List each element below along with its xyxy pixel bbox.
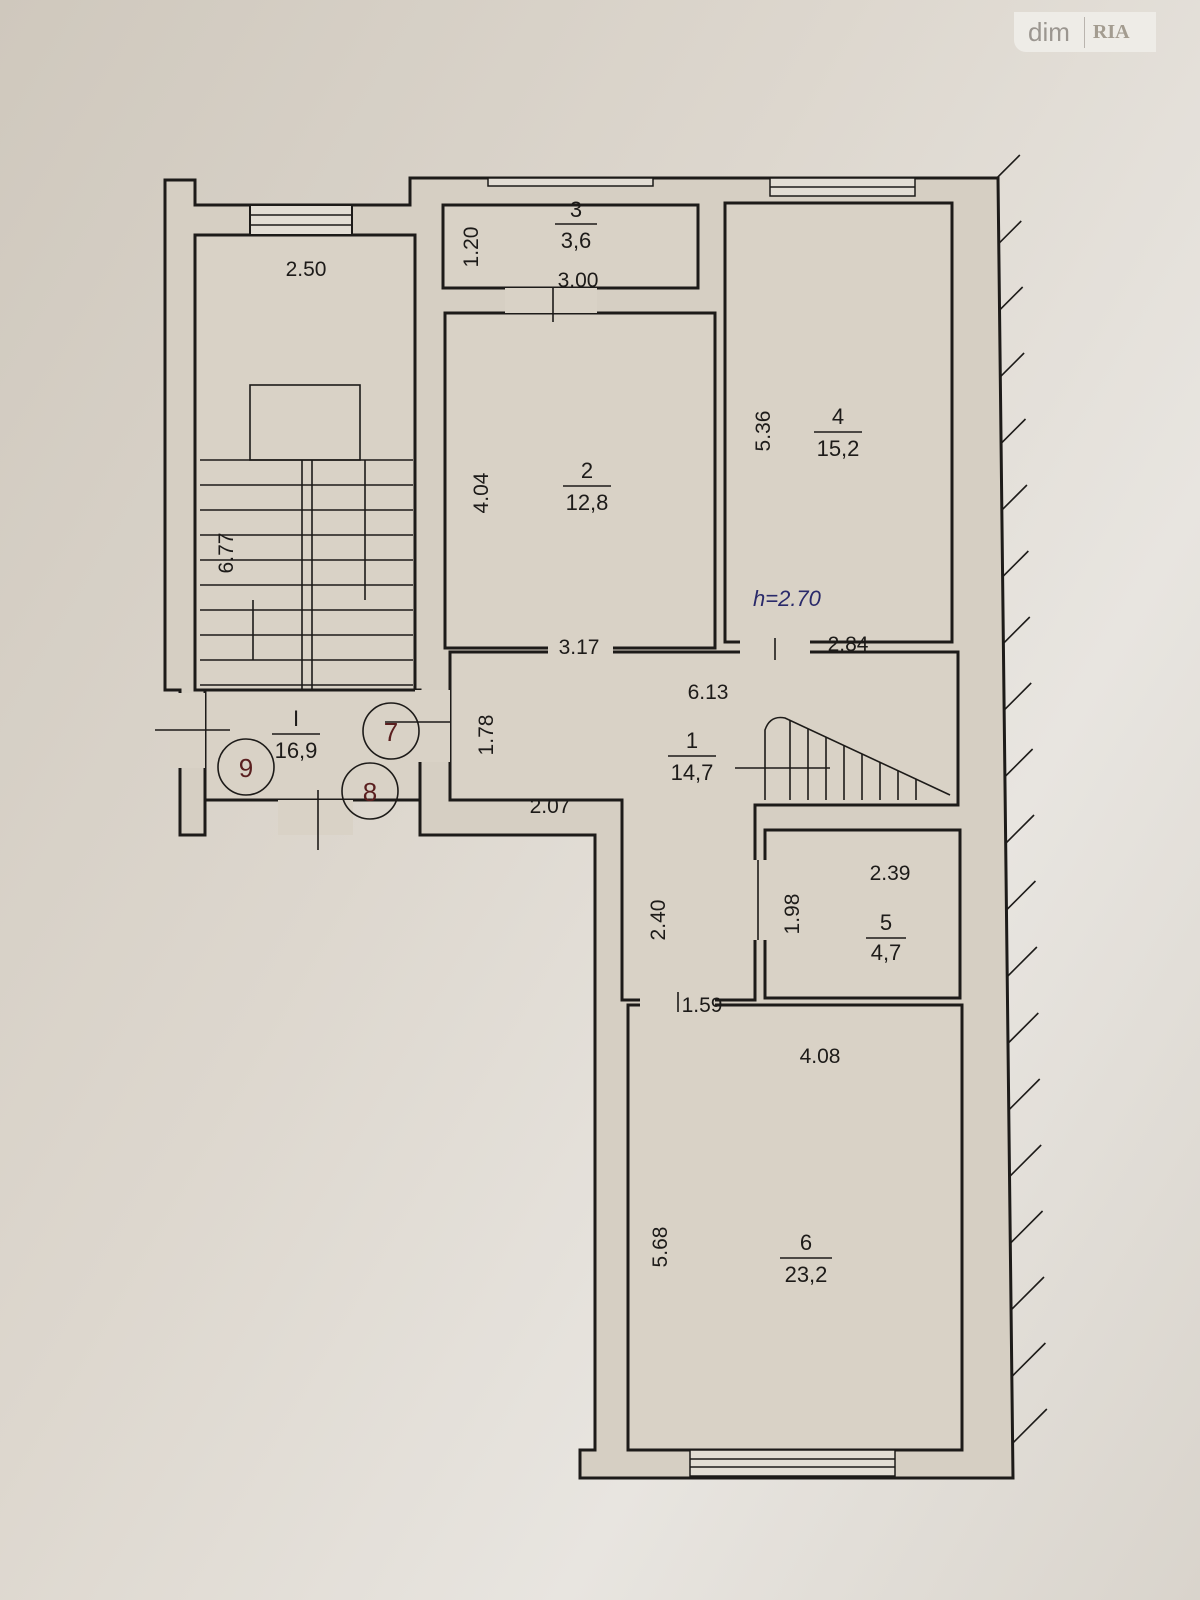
dim-corridor-c: 1.59	[682, 994, 723, 1017]
marker-7: 7	[384, 717, 398, 747]
hatch-mark	[1008, 1276, 1045, 1313]
staircase	[200, 384, 951, 800]
hatch-mark	[1011, 1408, 1048, 1445]
dimria-watermark: dim RIA	[1014, 12, 1156, 52]
dim-r4-width: 2.84	[828, 633, 869, 656]
room-area: 4,7	[871, 940, 902, 965]
dim-r6-width: 4.08	[800, 1045, 841, 1068]
room-area: 14,7	[671, 760, 714, 785]
watermark-dim: dim	[1014, 16, 1085, 48]
room-number: I	[293, 706, 299, 731]
dimensions: 2.50 6.77 1.78 1.20 3.00 4.04 3.17 5.36 …	[215, 227, 910, 1268]
marker-9: 9	[239, 753, 253, 783]
room-number: 4	[832, 404, 844, 429]
dim-r3-width: 3.00	[558, 269, 599, 292]
hatch-mark	[1005, 1144, 1042, 1181]
room-5	[763, 828, 962, 1000]
dim-corridor-a: 2.07	[530, 795, 571, 818]
room-area: 16,9	[275, 738, 318, 763]
room-number: 5	[880, 910, 892, 935]
dim-corridor-length: 6.13	[688, 681, 729, 704]
dim-r4-depth: 5.36	[752, 411, 775, 452]
room-area: 3,6	[561, 228, 592, 253]
dim-r5-depth: 1.98	[781, 894, 804, 935]
dim-stair-length: 6.77	[215, 533, 238, 574]
dim-r5-width: 2.39	[870, 862, 911, 885]
room-number: 6	[800, 1230, 812, 1255]
windows	[249, 177, 916, 1477]
room-4	[723, 201, 954, 644]
dim-lobby-depth: 1.78	[475, 715, 498, 756]
room-area: 23,2	[785, 1262, 828, 1287]
room-number: 2	[581, 458, 593, 483]
room-number: 3	[570, 197, 582, 222]
hatch-mark	[1009, 1342, 1046, 1379]
hatch-mark	[1007, 1210, 1044, 1247]
dim-stair-width: 2.50	[286, 258, 327, 281]
markers: 7 8 9	[217, 702, 420, 820]
dim-r3-depth: 1.20	[460, 227, 483, 268]
dim-r2-width: 3.17	[559, 636, 600, 659]
stairwell	[193, 233, 417, 692]
room-area: 15,2	[817, 436, 860, 461]
dim-corridor-b: 2.40	[647, 900, 670, 941]
hatch-mark	[1004, 1078, 1041, 1115]
doors	[155, 288, 810, 1012]
dim-r6-depth: 5.68	[649, 1227, 672, 1268]
dim-r2-depth: 4.04	[470, 472, 493, 513]
room-I-lobby	[203, 688, 422, 802]
marker-8: 8	[363, 777, 377, 807]
room-labels: I 16,9 1 14,7 2 12,8 3 3,6 4 15,2 5 4,7 …	[272, 197, 906, 1287]
watermark-ria: RIA	[1092, 20, 1130, 43]
room-3	[441, 203, 700, 290]
room-6	[626, 1003, 964, 1452]
room-2	[443, 311, 717, 650]
room-number: 1	[686, 728, 698, 753]
ceiling-height-note: h=2.70	[753, 586, 822, 611]
room-area: 12,8	[566, 490, 609, 515]
